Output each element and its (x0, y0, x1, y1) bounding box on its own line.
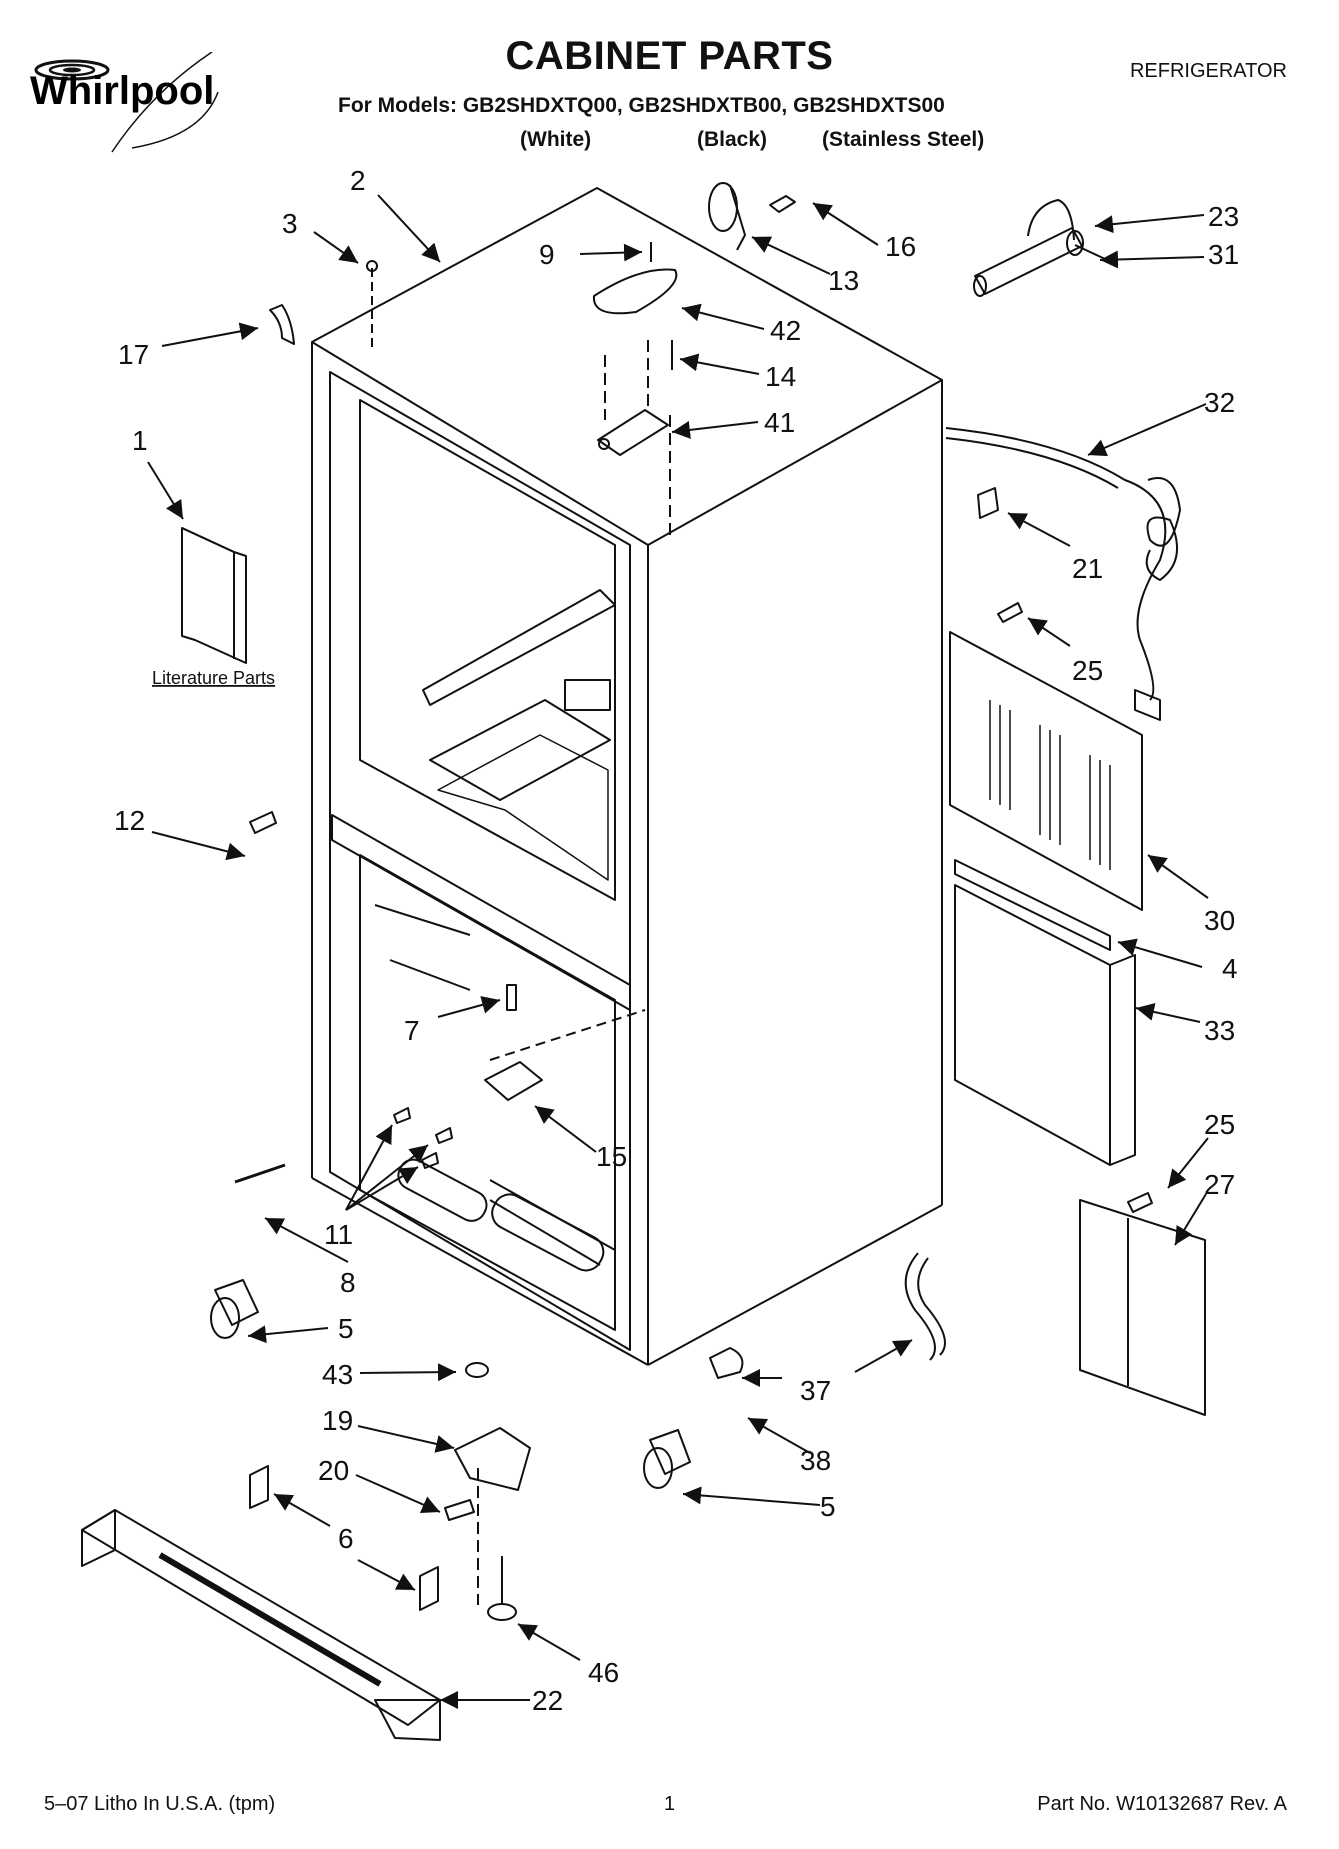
leveling-leg-46 (487, 1556, 517, 1621)
callout-19: 19 (322, 1405, 353, 1436)
power-cord (945, 427, 1181, 721)
clip-6-right (419, 1566, 439, 1611)
water-tube-assembly (973, 199, 1119, 297)
callout-9: 9 (539, 239, 555, 270)
logo-wordmark: Whirlpool (30, 69, 214, 113)
literature-parts-label: Literature Parts (152, 668, 275, 688)
callout-12: 12 (114, 805, 145, 836)
screw-12 (249, 811, 277, 834)
variant-stainless: (Stainless Steel) (822, 128, 985, 151)
access-panel-30 (949, 631, 1143, 911)
callout-20: 20 (318, 1455, 349, 1486)
callout-37: 37 (800, 1375, 831, 1406)
callout-25a: 25 (1072, 655, 1103, 686)
callout-25b: 25 (1204, 1109, 1235, 1140)
screw-25-upper (997, 602, 1023, 623)
callout-2: 2 (350, 165, 366, 196)
category-label: REFRIGERATOR (1129, 60, 1287, 82)
toe-grille-22 (81, 1509, 441, 1741)
callout-6: 6 (338, 1523, 354, 1554)
callout-33: 33 (1204, 1015, 1235, 1046)
callout-31: 31 (1208, 239, 1239, 270)
callout-5a: 5 (338, 1313, 354, 1344)
callout-13: 13 (828, 265, 859, 296)
callout-22: 22 (532, 1685, 563, 1716)
guide-line-15 (489, 1009, 646, 1061)
callout-labels: 2 3 17 1 9 42 14 41 16 13 23 31 32 21 25… (114, 165, 1239, 1716)
insulation-33 (954, 884, 1136, 1166)
cover-plate-27 (1079, 1199, 1206, 1416)
callout-11: 11 (324, 1219, 353, 1250)
page-title: CABINET PARTS (505, 34, 834, 78)
callout-23: 23 (1208, 201, 1239, 232)
callout-14: 14 (765, 361, 796, 392)
footer-print-info: 5–07 Litho In U.S.A. (tpm) (44, 1793, 276, 1815)
callout-4: 4 (1222, 953, 1238, 984)
screw-7 (506, 984, 517, 1011)
cap-43 (465, 1362, 489, 1378)
clip-21 (977, 487, 999, 519)
callout-16: 16 (885, 231, 916, 262)
screw-25-lower (1127, 1192, 1153, 1213)
screw-11c (421, 1152, 439, 1169)
drain-tube-37 (904, 1252, 946, 1361)
callout-41: 41 (764, 407, 795, 438)
roller-13 (708, 182, 746, 251)
callout-27: 27 (1204, 1169, 1235, 1200)
callout-15: 15 (596, 1141, 627, 1172)
screw-11a (393, 1107, 411, 1124)
models-line: For Models: GB2SHDXTQ00, GB2SHDXTB00, GB… (338, 94, 945, 117)
screw-11b (435, 1127, 453, 1144)
cord-clip (269, 304, 295, 345)
callout-8: 8 (340, 1267, 356, 1298)
callout-42: 42 (770, 315, 801, 346)
footer-page-number: 1 (664, 1793, 676, 1815)
callout-17: 17 (118, 339, 149, 370)
callout-3: 3 (282, 208, 298, 239)
bracket-15 (484, 1061, 543, 1101)
callout-46: 46 (588, 1657, 619, 1688)
callout-7: 7 (404, 1015, 420, 1046)
footer-part-number: Part No. W10132687 Rev. A (1037, 1793, 1287, 1815)
screw-3 (366, 260, 378, 348)
leader-lines (147, 194, 1209, 1709)
bolt-8 (234, 1163, 286, 1184)
caster-front (210, 1279, 259, 1339)
cabinet-shell (311, 187, 943, 1366)
variant-white: (White) (520, 128, 592, 151)
variant-black: (Black) (697, 128, 768, 151)
callout-30: 30 (1204, 905, 1235, 936)
screw-20 (444, 1499, 475, 1521)
whirlpool-logo: Whirlpool (30, 52, 219, 153)
callout-21: 21 (1072, 553, 1103, 584)
callout-38: 38 (800, 1445, 831, 1476)
top-hinge-assembly (592, 242, 678, 535)
screw-16 (769, 195, 796, 213)
strip-4 (954, 859, 1111, 951)
callout-1: 1 (132, 425, 148, 456)
literature-booklet (181, 527, 247, 664)
callout-5b: 5 (820, 1491, 836, 1522)
caster-rear (643, 1429, 691, 1489)
clip-6-left (249, 1465, 269, 1509)
clamp-38 (709, 1347, 744, 1379)
bracket-19 (454, 1427, 531, 1605)
callout-43: 43 (322, 1359, 353, 1390)
callout-32: 32 (1204, 387, 1235, 418)
